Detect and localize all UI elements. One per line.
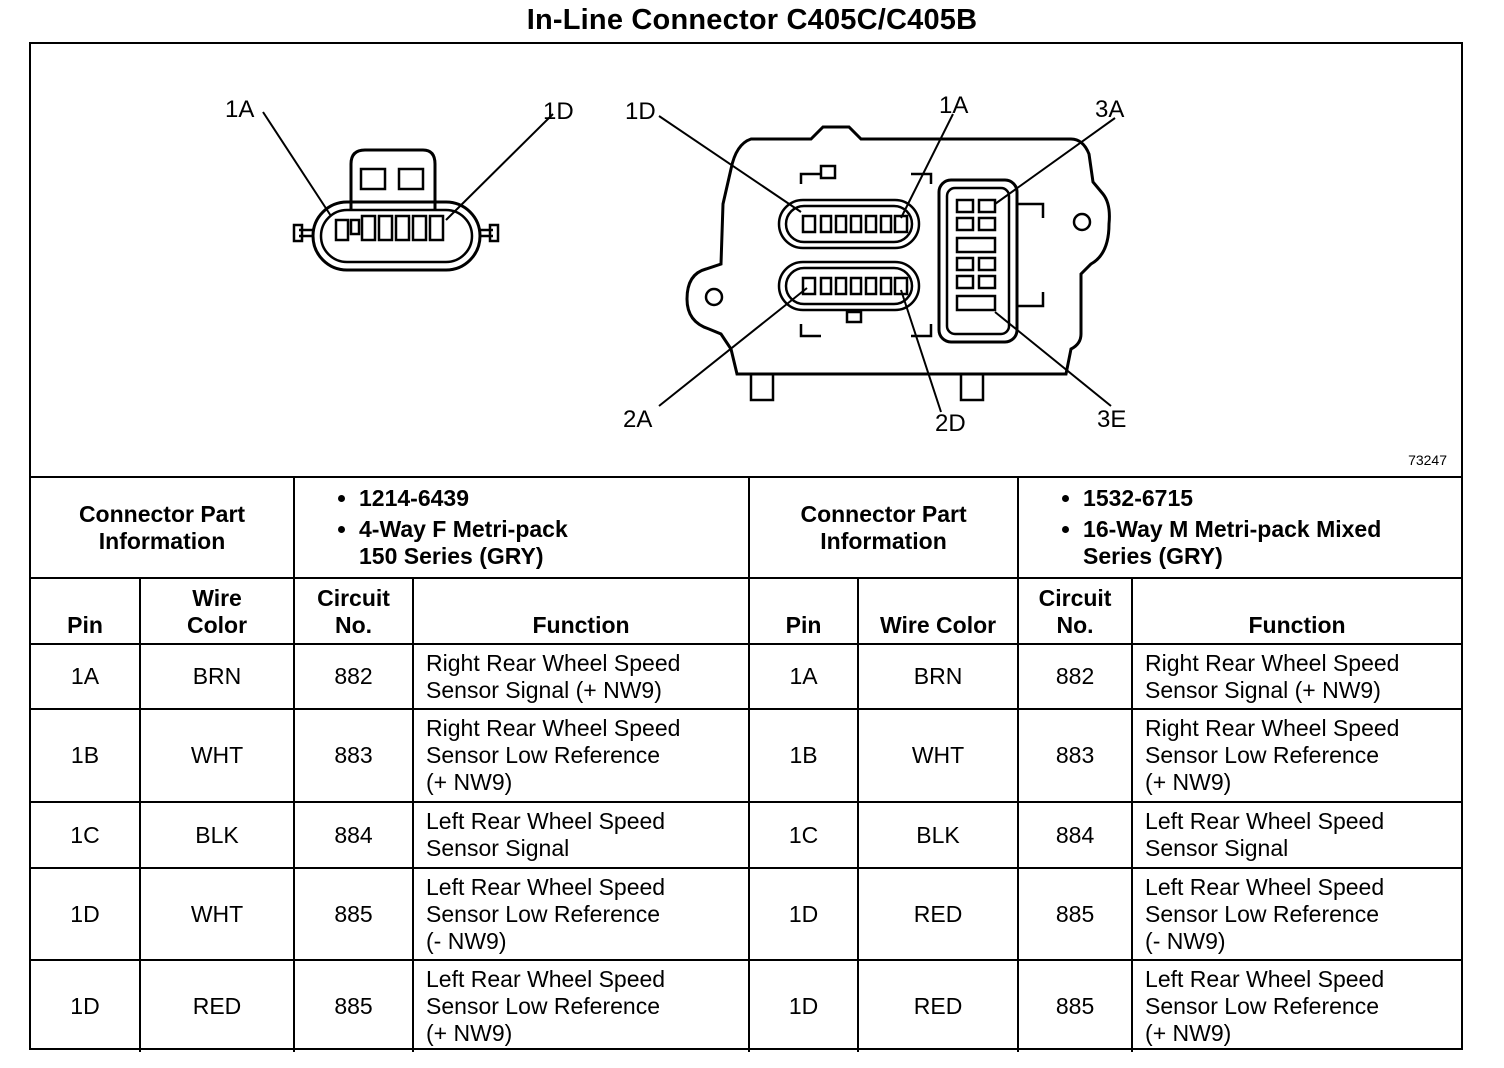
col-head-circuit-right: Circuit No. <box>1017 577 1134 645</box>
circuit-cell: 885 <box>1017 959 1134 1052</box>
function-cell: Left Rear Wheel Speed Sensor Low Referen… <box>1131 867 1462 961</box>
pin-cell: 1D <box>31 867 141 961</box>
circuit-cell: 885 <box>1017 867 1134 961</box>
right-pin-label-3e: 3E <box>1097 406 1127 433</box>
part-info-left: 1214-6439 4-Way F Metri-pack 150 Series … <box>293 478 751 579</box>
part-info-right: 1532-6715 16-Way M Metri-pack Mixed Seri… <box>1017 478 1462 579</box>
part-number-left: 1214-6439 <box>359 485 742 512</box>
wire-color-cell: RED <box>138 959 296 1052</box>
table-row: 1D RED 885 Left Rear Wheel Speed Sensor … <box>31 959 1462 1052</box>
connector-drawing <box>262 111 1116 413</box>
circuit-cell: 885 <box>293 959 415 1052</box>
function-cell: Right Rear Wheel Speed Sensor Signal (+ … <box>1131 643 1462 710</box>
circuit-cell: 882 <box>293 643 415 710</box>
circuit-cell: 884 <box>1017 801 1134 869</box>
function-cell: Right Rear Wheel Speed Sensor Low Refere… <box>412 708 751 803</box>
left-pin-label-1a: 1A <box>225 96 255 123</box>
function-cell: Left Rear Wheel Speed Sensor Low Referen… <box>412 959 751 1052</box>
pin-cell: 1A <box>748 643 860 710</box>
circuit-cell: 885 <box>293 867 415 961</box>
wire-color-cell: WHT <box>138 867 296 961</box>
pinout-table: Connector Part Information 1214-6439 4-W… <box>31 478 1462 1052</box>
wire-color-cell: BRN <box>138 643 296 710</box>
pin-cell: 1C <box>31 801 141 869</box>
pin-cell: 1D <box>31 959 141 1052</box>
col-head-pin-left: Pin <box>31 577 141 645</box>
pin-cell: 1B <box>748 708 860 803</box>
part-number-right: 1532-6715 <box>1083 485 1455 512</box>
part-desc-right: 16-Way M Metri-pack Mixed Series (GRY) <box>1083 516 1455 570</box>
wire-color-cell: WHT <box>857 708 1020 803</box>
col-head-wire-color-left: Wire Color <box>138 577 296 645</box>
connector-diagram-area: 1A 1D 1D 1A 3A 2A 2D 3E 73247 <box>31 44 1461 478</box>
wire-color-cell: RED <box>857 959 1020 1052</box>
circuit-cell: 882 <box>1017 643 1134 710</box>
function-cell: Right Rear Wheel Speed Sensor Signal (+ … <box>412 643 751 710</box>
right-connector-drawing <box>658 113 1116 413</box>
part-desc-left: 4-Way F Metri-pack 150 Series (GRY) <box>359 516 742 570</box>
part-info-heading-right: Connector Part Information <box>748 478 1020 579</box>
page-title: In-Line Connector C405C/C405B <box>526 4 978 36</box>
circuit-cell: 883 <box>1017 708 1134 803</box>
pin-cell: 1C <box>748 801 860 869</box>
col-head-function-left: Function <box>412 577 751 645</box>
left-pin-label-1d: 1D <box>543 98 574 125</box>
connector-sheet: 1A 1D 1D 1A 3A 2A 2D 3E 73247 Connector … <box>29 42 1463 1052</box>
figure-number: 73247 <box>1408 452 1447 468</box>
left-connector-drawing <box>262 111 554 272</box>
right-pin-label-2a: 2A <box>623 406 653 433</box>
right-pin-label-2d: 2D <box>935 410 966 437</box>
function-cell: Left Rear Wheel Speed Sensor Low Referen… <box>412 867 751 961</box>
right-pin-label-1d: 1D <box>625 98 656 125</box>
function-cell: Left Rear Wheel Speed Sensor Signal <box>1131 801 1462 869</box>
wire-color-cell: BLK <box>857 801 1020 869</box>
wire-color-cell: WHT <box>138 708 296 803</box>
function-cell: Left Rear Wheel Speed Sensor Signal <box>412 801 751 869</box>
right-pin-label-1a: 1A <box>939 92 969 119</box>
col-head-circuit-left: Circuit No. <box>293 577 415 645</box>
circuit-cell: 884 <box>293 801 415 869</box>
pin-cell: 1A <box>31 643 141 710</box>
pin-cell: 1B <box>31 708 141 803</box>
table-row: 1D WHT 885 Left Rear Wheel Speed Sensor … <box>31 867 1462 961</box>
right-pin-label-3a: 3A <box>1095 96 1125 123</box>
wire-color-cell: BRN <box>857 643 1020 710</box>
function-cell: Right Rear Wheel Speed Sensor Low Refere… <box>1131 708 1462 803</box>
function-cell: Left Rear Wheel Speed Sensor Low Referen… <box>1131 959 1462 1052</box>
part-info-heading-left: Connector Part Information <box>31 478 296 579</box>
table-row: 1C BLK 884 Left Rear Wheel Speed Sensor … <box>31 801 1462 869</box>
col-head-wire-color-right: Wire Color <box>857 577 1020 645</box>
pin-cell: 1D <box>748 867 860 961</box>
wire-color-cell: RED <box>857 867 1020 961</box>
column-header-row: Pin Wire Color Circuit No. Function Pin … <box>31 577 1462 645</box>
pin-cell: 1D <box>748 959 860 1052</box>
col-head-function-right: Function <box>1131 577 1462 645</box>
col-head-pin-right: Pin <box>748 577 860 645</box>
wire-color-cell: BLK <box>138 801 296 869</box>
connector-part-row: Connector Part Information 1214-6439 4-W… <box>31 478 1462 579</box>
circuit-cell: 883 <box>293 708 415 803</box>
table-row: 1B WHT 883 Right Rear Wheel Speed Sensor… <box>31 708 1462 803</box>
table-row: 1A BRN 882 Right Rear Wheel Speed Sensor… <box>31 643 1462 710</box>
